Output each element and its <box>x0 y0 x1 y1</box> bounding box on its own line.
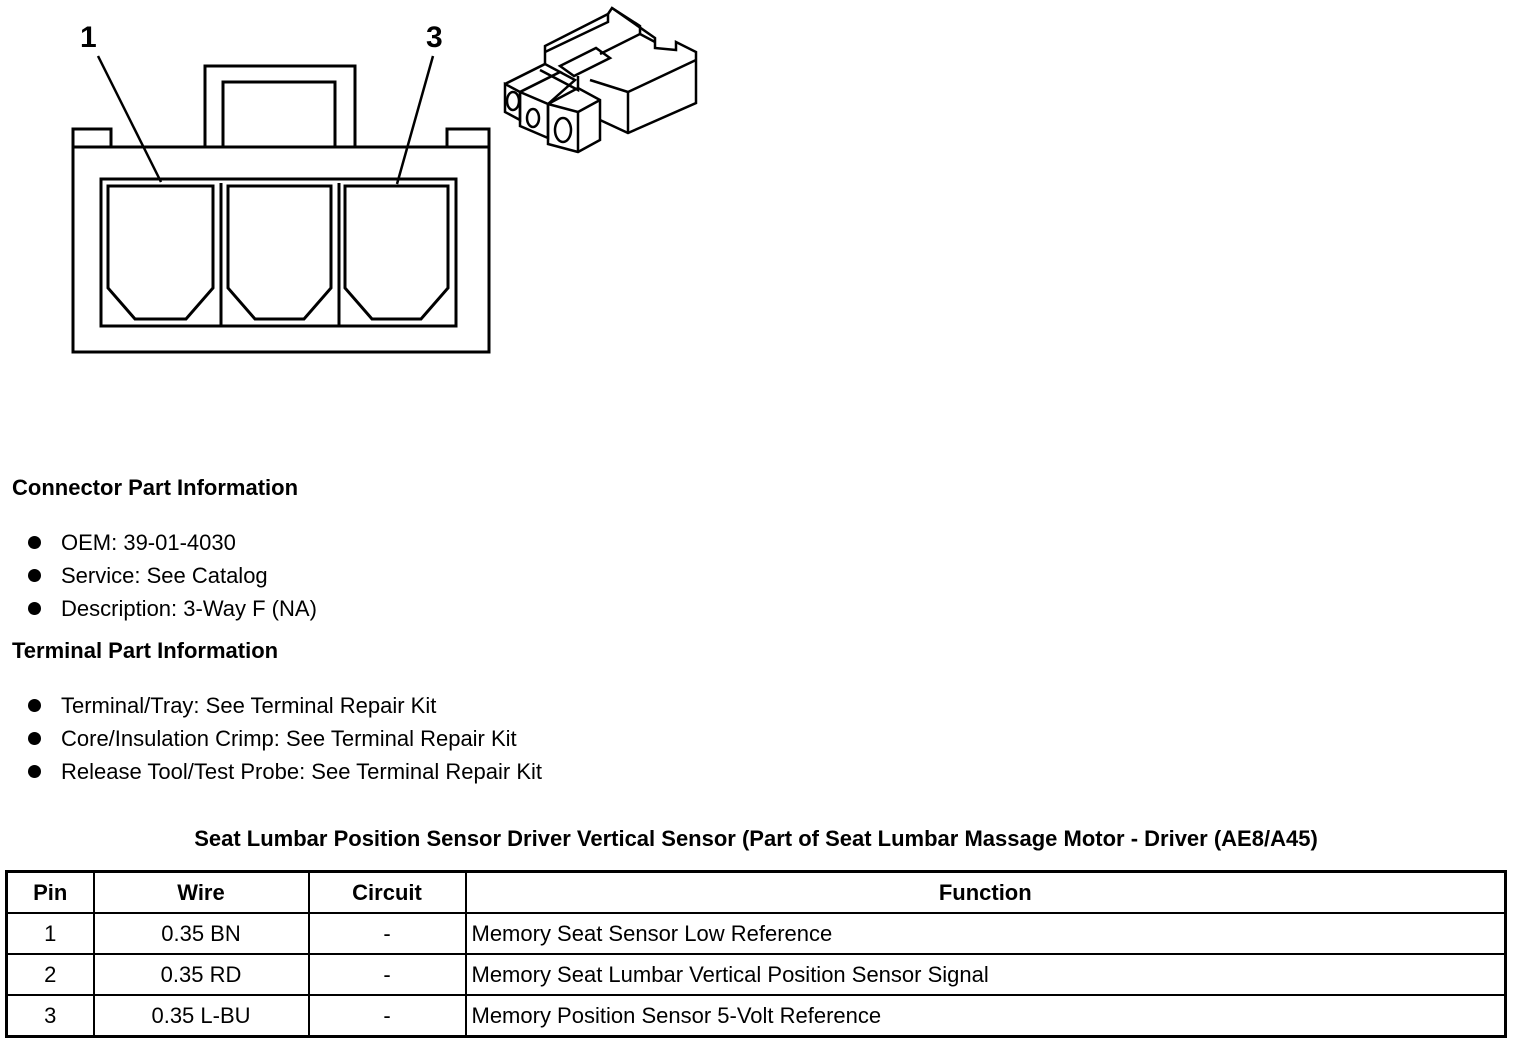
cavity-frame <box>99 177 458 328</box>
header-function: Function <box>464 870 1507 914</box>
terminal-tray: Terminal/Tray: See Terminal Repair Kit <box>61 692 437 718</box>
cell-pin: 3 <box>5 994 95 1038</box>
header-wire: Wire <box>92 870 310 914</box>
bullet-icon <box>28 765 41 778</box>
terminal-crimp: Core/Insulation Crimp: See Terminal Repa… <box>61 725 517 751</box>
pin-table: Pin Wire Circuit Function 1 0.35 BN - Me… <box>5 870 1507 1038</box>
cell-circuit: - <box>307 912 467 955</box>
cavity-1 <box>106 184 215 321</box>
connector-oem: OEM: 39-01-4030 <box>61 529 236 555</box>
list-item: Service: See Catalog <box>28 559 317 592</box>
callout-pin-3: 3 <box>426 21 443 54</box>
bullet-icon <box>28 536 41 549</box>
leader-line-1 <box>96 55 163 183</box>
terminal-release-tool: Release Tool/Test Probe: See Terminal Re… <box>61 758 542 784</box>
connector-description: Description: 3-Way F (NA) <box>61 595 317 621</box>
cell-function: Memory Seat Sensor Low Reference <box>464 912 1507 955</box>
cell-pin: 2 <box>5 953 95 996</box>
table-title: Seat Lumbar Position Sensor Driver Verti… <box>194 826 1318 851</box>
cell-wire: 0.35 BN <box>92 912 310 955</box>
terminal-info-heading: Terminal Part Information <box>12 638 279 663</box>
latch-outer <box>203 64 357 149</box>
cell-wire: 0.35 L-BU <box>92 994 310 1038</box>
cavity-3 <box>343 184 450 321</box>
list-item: OEM: 39-01-4030 <box>28 526 317 559</box>
connector-isometric-view <box>503 6 698 154</box>
right-ear <box>445 127 491 147</box>
connector-service: Service: See Catalog <box>61 562 268 588</box>
table-row: 3 0.35 L-BU - Memory Position Sensor 5-V… <box>5 994 1507 1038</box>
bullet-icon <box>28 732 41 745</box>
connector-diagram: 1 3 <box>71 6 698 354</box>
terminal-info-list: Terminal/Tray: See Terminal Repair Kit C… <box>28 689 542 788</box>
bullet-icon <box>28 699 41 712</box>
latch-inner <box>221 80 337 149</box>
connector-info-heading: Connector Part Information <box>12 475 299 500</box>
bullet-icon <box>28 569 41 582</box>
cell-circuit: - <box>307 994 467 1038</box>
bullet-icon <box>28 602 41 615</box>
connector-info-list: OEM: 39-01-4030 Service: See Catalog Des… <box>28 526 317 625</box>
callout-pin-1: 1 <box>80 21 97 54</box>
cell-pin: 1 <box>5 912 95 955</box>
header-pin: Pin <box>5 870 95 914</box>
list-item: Description: 3-Way F (NA) <box>28 592 317 625</box>
cell-wire: 0.35 RD <box>92 953 310 996</box>
list-item: Release Tool/Test Probe: See Terminal Re… <box>28 755 542 788</box>
header-circuit: Circuit <box>307 870 467 914</box>
left-ear <box>71 127 113 147</box>
table-row: 2 0.35 RD - Memory Seat Lumbar Vertical … <box>5 953 1507 996</box>
cell-function: Memory Seat Lumbar Vertical Position Sen… <box>464 953 1507 996</box>
leader-line-3 <box>395 55 435 185</box>
cell-function: Memory Position Sensor 5-Volt Reference <box>464 994 1507 1038</box>
table-row: 1 0.35 BN - Memory Seat Sensor Low Refer… <box>5 912 1507 955</box>
list-item: Core/Insulation Crimp: See Terminal Repa… <box>28 722 542 755</box>
cell-circuit: - <box>307 953 467 996</box>
table-header-row: Pin Wire Circuit Function <box>5 870 1507 914</box>
cavity-2 <box>226 184 333 321</box>
list-item: Terminal/Tray: See Terminal Repair Kit <box>28 689 542 722</box>
